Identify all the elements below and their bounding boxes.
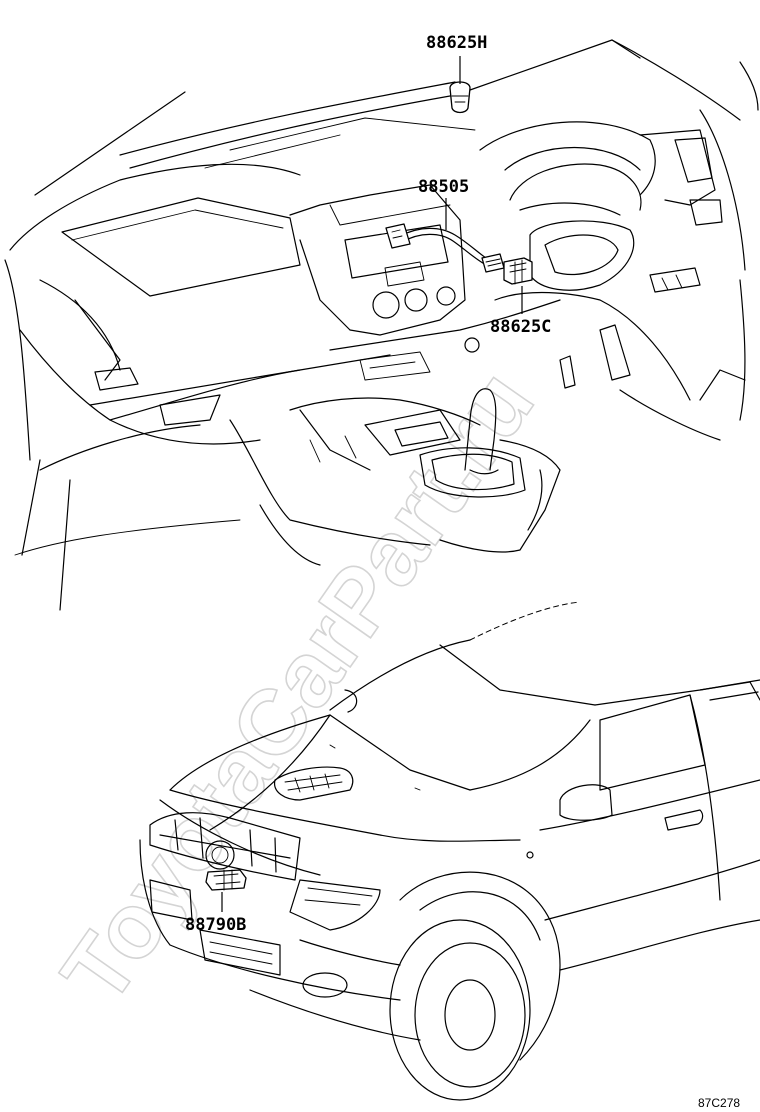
truck-drawing — [139, 601, 760, 1101]
label-88625c: 88625C — [490, 317, 551, 337]
label-88790b: 88790B — [185, 915, 246, 935]
part-88505-harness — [399, 227, 493, 263]
watermark: ToyotaCarPart.ru — [43, 353, 554, 1022]
part-88790b-sensor — [205, 869, 247, 891]
part-88625c-connector — [503, 257, 533, 285]
leader-lines — [221, 56, 523, 912]
part-88625h-clip — [449, 81, 471, 114]
label-88505: 88505 — [418, 177, 469, 197]
dashboard-drawing — [4, 39, 759, 611]
diagram-code: 87C278 — [698, 1096, 740, 1110]
label-88625h: 88625H — [426, 33, 487, 53]
